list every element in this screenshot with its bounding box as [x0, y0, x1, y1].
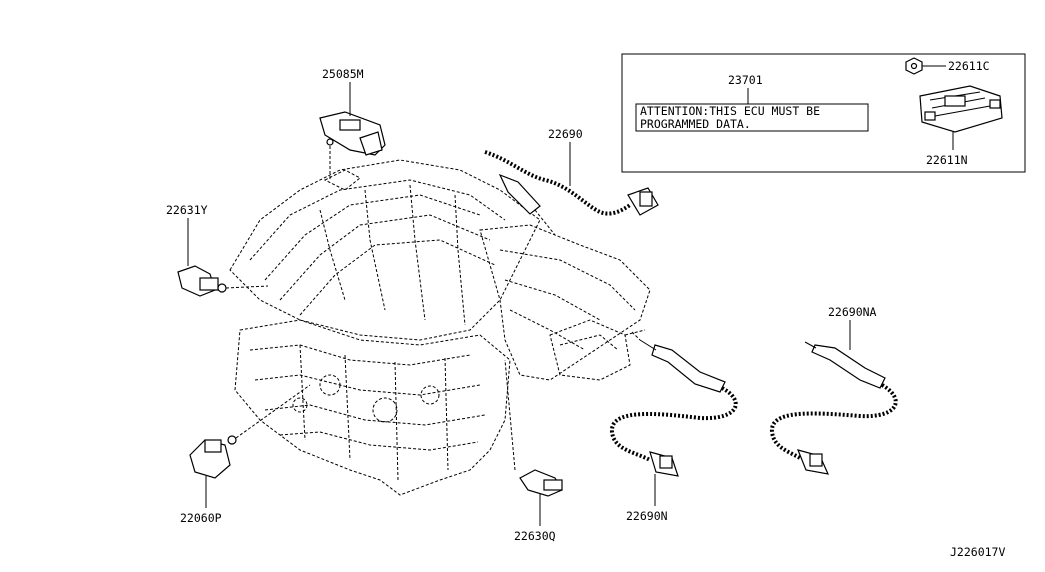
ecu-icon [919, 85, 1003, 133]
label-22611c: 22611C [948, 59, 990, 73]
ecu-note-line2: PROGRAMMED DATA. [640, 117, 751, 131]
nut-icon [905, 57, 923, 75]
label-22611n: 22611N [926, 153, 968, 167]
cam-sensor-icon [177, 265, 227, 297]
label-22630q: 22630Q [514, 529, 556, 543]
label-22060p: 22060P [180, 511, 222, 525]
diagram-id: J226017V [950, 545, 1005, 559]
ecu-box: 23701 ATTENTION:THIS ECU MUST BE PROGRAM… [621, 53, 1026, 173]
label-22631y: 22631Y [166, 203, 208, 217]
map-sensor-icon [319, 111, 386, 156]
ecu-note-line1: ATTENTION:THIS ECU MUST BE [640, 104, 820, 118]
label-25085m: 25085M [322, 67, 364, 81]
oxygen-sensor-rear-icon [770, 341, 898, 475]
ecu-note-box [635, 103, 869, 132]
label-23701: 23701 [728, 73, 763, 87]
oxygen-sensor-upper-icon [484, 150, 659, 236]
oxygen-sensor-front-icon [610, 339, 738, 477]
label-22690n: 22690N [626, 509, 668, 523]
engine-outline [229, 159, 651, 496]
crank-sensor-icon [189, 435, 237, 479]
label-22690na: 22690NA [828, 305, 877, 319]
label-22690: 22690 [548, 127, 583, 141]
temp-sensor-icon [519, 469, 563, 497]
